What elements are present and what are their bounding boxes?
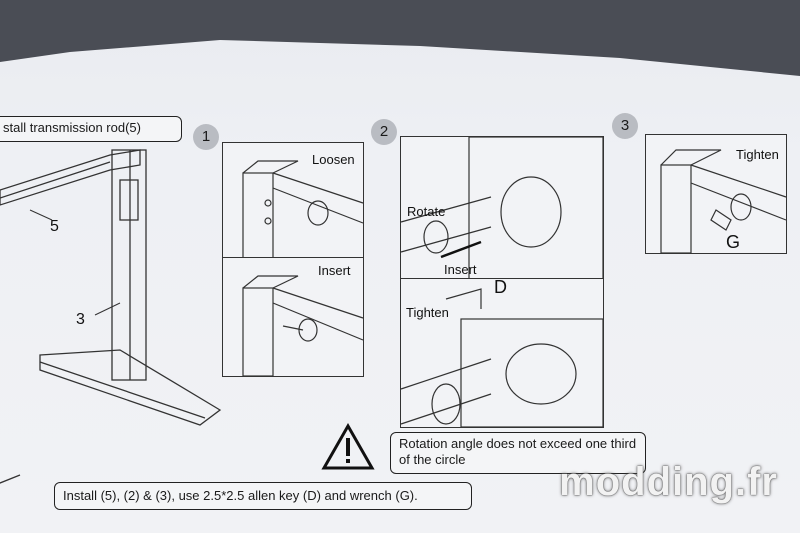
step-2-badge: 2 [371,119,397,145]
footer-instruction: Install (5), (2) & (3), use 2.5*2.5 alle… [54,482,472,510]
step-2-rotate-panel [400,136,604,280]
step-2-tighten-panel [400,278,604,428]
part-5-label: 5 [50,218,59,235]
step-3-badge: 3 [612,113,638,139]
insert-label-step2: Insert [444,262,477,277]
step-3-panel [645,134,787,254]
allen-key-d-label: D [494,277,507,297]
loosen-label: Loosen [312,152,355,167]
warning-note: Rotation angle does not exceed one third… [390,432,646,474]
tighten-label-step2: Tighten [406,305,449,320]
insert-label-step1: Insert [318,263,351,278]
tighten-label-step3: Tighten [736,147,779,162]
watermark-logo: modding.fr [559,460,778,504]
section-title: stall transmission rod(5) [0,116,182,142]
step-1-loosen-panel [222,142,364,259]
part-3-label: 3 [76,311,85,328]
wrench-g-label: G [726,232,741,252]
warning-triangle-icon [321,422,375,470]
step-1-badge: 1 [193,124,219,150]
step-1-insert-panel [222,257,364,377]
rotate-label: Rotate [407,204,446,219]
desk-leg-illustration [0,149,222,484]
